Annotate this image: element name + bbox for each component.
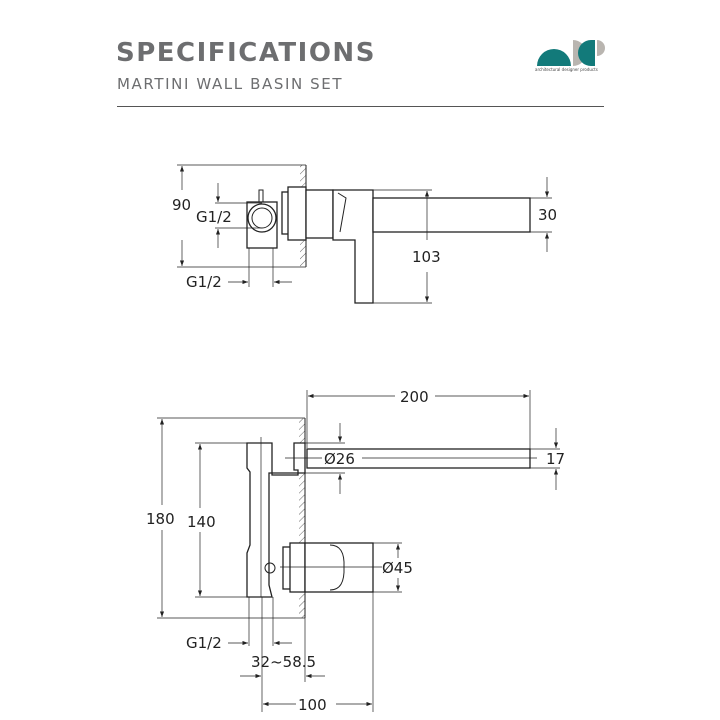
dim-g12-inlet: G1/2 bbox=[196, 208, 232, 226]
page-title: SPECIFICATIONS bbox=[116, 38, 376, 68]
dim-32-58: 32~58.5 bbox=[251, 653, 316, 671]
dim-103: 103 bbox=[412, 248, 441, 266]
dim-200: 200 bbox=[400, 388, 429, 406]
dim-d26: Ø26 bbox=[324, 450, 355, 468]
dim-g12-side: G1/2 bbox=[186, 634, 222, 652]
dim-g12-outlet: G1/2 bbox=[186, 273, 222, 291]
dim-140: 140 bbox=[187, 513, 216, 531]
product-name: MARTINI WALL BASIN SET bbox=[117, 75, 344, 93]
brand-logo: architectural designer products bbox=[535, 38, 617, 76]
dim-90: 90 bbox=[172, 196, 191, 214]
dim-d45: Ø45 bbox=[382, 559, 413, 577]
dim-17: 17 bbox=[546, 450, 565, 468]
dim-30: 30 bbox=[538, 206, 557, 224]
dim-180: 180 bbox=[146, 510, 175, 528]
header-divider bbox=[117, 106, 604, 107]
logo-text: architectural designer products bbox=[535, 67, 598, 72]
dim-100: 100 bbox=[298, 696, 327, 714]
side-view: 200 180 140 Ø26 17 bbox=[146, 388, 565, 714]
top-view: 90 G1/2 G1/2 103 30 bbox=[172, 164, 557, 304]
